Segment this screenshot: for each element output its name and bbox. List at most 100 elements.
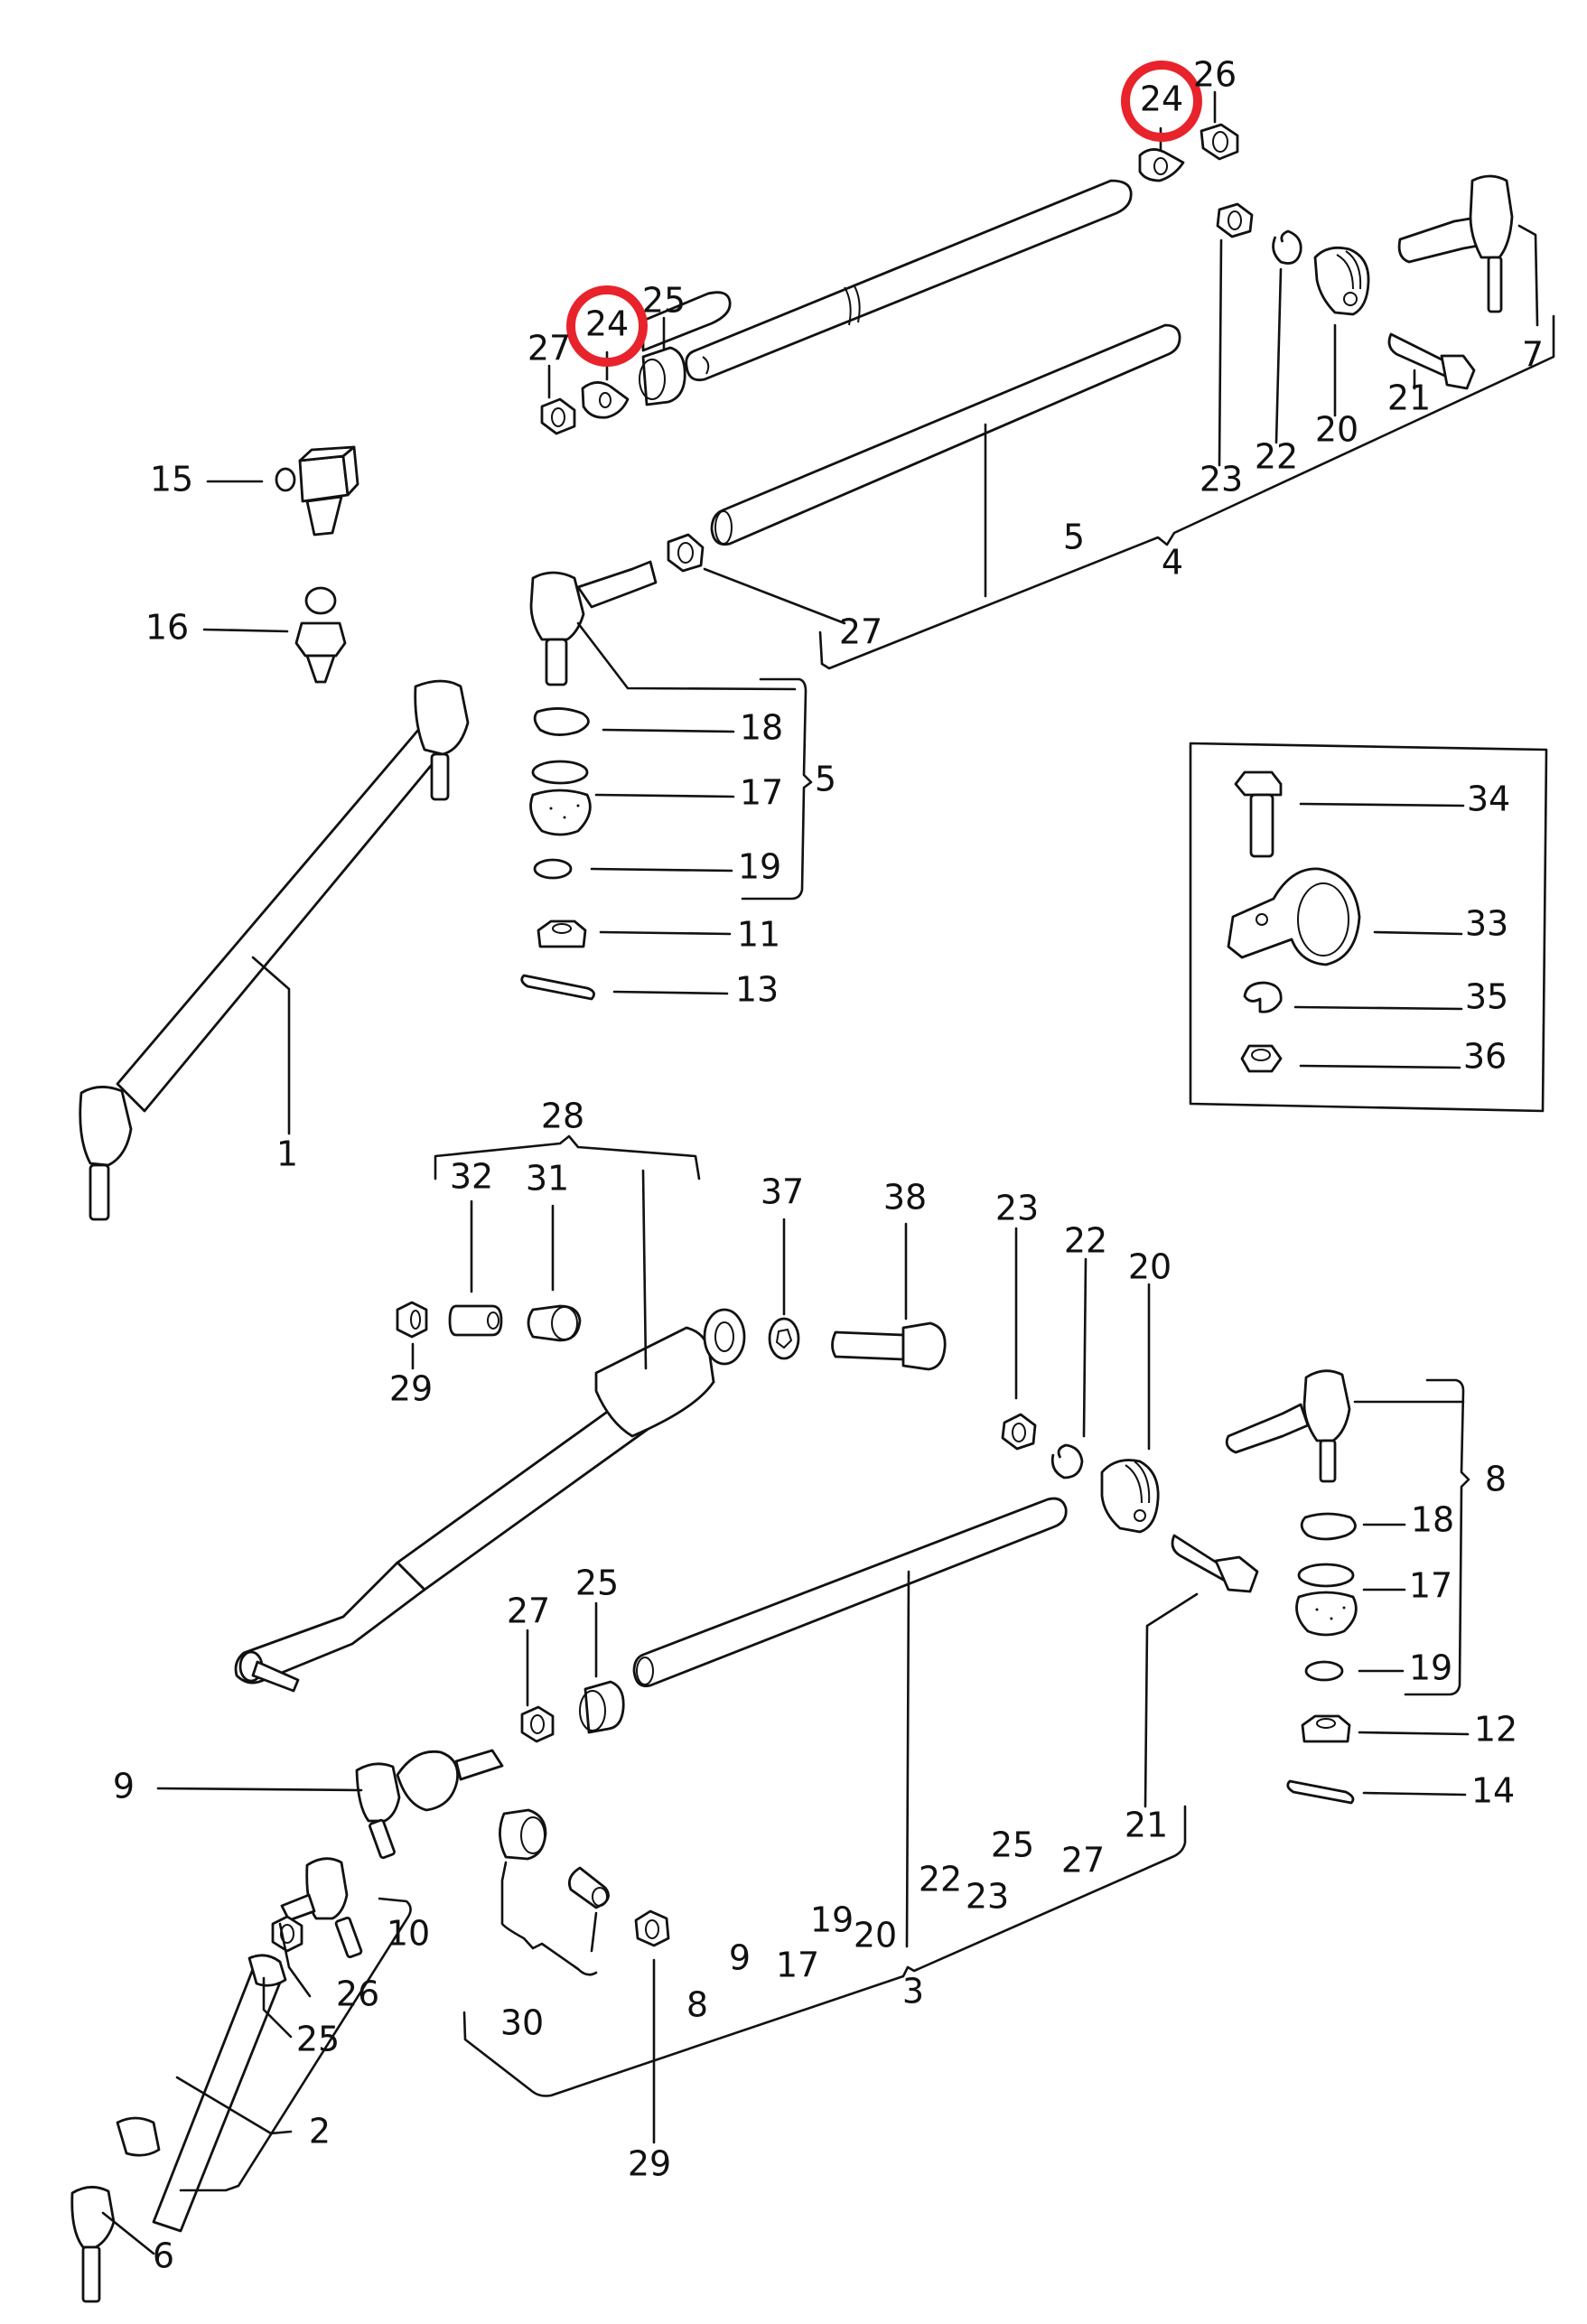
part-label-22[interactable]: 22 <box>919 1860 962 1899</box>
nut-27-center[interactable] <box>520 1705 555 1743</box>
part-label-5[interactable]: 5 <box>1063 518 1085 557</box>
rubber-bushing-31[interactable] <box>527 1304 582 1342</box>
part-label-15[interactable]: 15 <box>150 460 193 499</box>
rubber-bushing-30a[interactable] <box>499 1808 547 1861</box>
part-label-17[interactable]: 17 <box>1409 1566 1452 1606</box>
part-label-25[interactable]: 25 <box>296 2020 340 2059</box>
tie-rod-2[interactable] <box>70 1954 287 2303</box>
assembly-label-28[interactable]: 28 <box>541 1097 584 1136</box>
nut-23-center[interactable] <box>1001 1413 1037 1451</box>
part-label-34[interactable]: 34 <box>1467 779 1510 819</box>
upper-tube[interactable] <box>685 179 1133 382</box>
ball-joint-5[interactable] <box>529 560 658 686</box>
part-label-11[interactable]: 11 <box>737 915 780 955</box>
part-label-6[interactable]: 6 <box>153 2236 174 2276</box>
nut-27-top-left[interactable] <box>540 397 576 435</box>
part-label-37[interactable]: 37 <box>761 1172 804 1212</box>
part-label-9[interactable]: 9 <box>113 1767 135 1806</box>
center-tube[interactable] <box>632 1497 1068 1688</box>
lock-plate-24-top[interactable] <box>1138 148 1185 182</box>
part-label-38[interactable]: 38 <box>883 1178 927 1218</box>
part-label-18[interactable]: 18 <box>740 708 783 748</box>
part-label-21[interactable]: 21 <box>1387 378 1431 418</box>
spring-washer-22-center[interactable] <box>1050 1443 1084 1479</box>
assembly-label-4[interactable]: 4 <box>1162 543 1183 583</box>
part-label-23[interactable]: 23 <box>966 1877 1009 1917</box>
part-label-27[interactable]: 27 <box>1061 1841 1105 1881</box>
part-label-33[interactable]: 33 <box>1465 904 1508 944</box>
boot-17-upper[interactable] <box>529 760 592 836</box>
bushing-25-center[interactable] <box>579 1680 625 1734</box>
nut-27-upper[interactable] <box>667 533 705 573</box>
part-label-25[interactable]: 25 <box>575 1563 619 1603</box>
nut-36[interactable] <box>1240 1044 1283 1073</box>
part-label-20[interactable]: 20 <box>854 1916 897 1955</box>
steering-damper-28[interactable] <box>234 1308 746 1693</box>
part-label-27[interactable]: 27 <box>527 329 571 369</box>
part-label-12[interactable]: 12 <box>1474 1710 1517 1750</box>
part-label-9[interactable]: 9 <box>729 1938 751 1978</box>
ball-joint-9[interactable] <box>355 1749 504 1860</box>
nut-29-lower[interactable] <box>634 1909 670 1947</box>
tie-rod-1[interactable] <box>79 679 470 1221</box>
nut-29-upper[interactable] <box>396 1301 428 1339</box>
part-label-24[interactable]: 24 <box>585 304 629 344</box>
assembly-label-1[interactable]: 1 <box>276 1134 298 1174</box>
part-label-22[interactable]: 22 <box>1064 1221 1107 1261</box>
part-label-25[interactable]: 25 <box>642 281 686 321</box>
nut-26-lower[interactable] <box>271 1915 303 1953</box>
castle-nut-12[interactable] <box>1301 1714 1351 1743</box>
part-label-18[interactable]: 18 <box>1411 1500 1454 1540</box>
ring-19-center[interactable] <box>1304 1660 1344 1682</box>
grease-nipple-15[interactable] <box>275 445 359 537</box>
bushing-30b[interactable] <box>567 1866 610 1909</box>
bolt-34[interactable] <box>1234 770 1283 858</box>
nut-26-top[interactable] <box>1200 123 1239 161</box>
part-label-29[interactable]: 29 <box>389 1369 433 1409</box>
part-label-13[interactable]: 13 <box>735 970 779 1010</box>
part-label-24[interactable]: 24 <box>1140 79 1183 119</box>
assembly-label-30[interactable]: 30 <box>500 2003 544 2043</box>
part-label-23[interactable]: 23 <box>1200 460 1243 499</box>
part-label-23[interactable]: 23 <box>995 1189 1039 1228</box>
cotter-pin-14[interactable] <box>1286 1779 1355 1805</box>
cotter-pin-13[interactable] <box>520 974 595 1001</box>
part-label-10[interactable]: 10 <box>387 1914 430 1954</box>
bolt-38[interactable] <box>831 1321 947 1371</box>
clamp-33[interactable] <box>1227 867 1361 966</box>
spring-washer-22-top[interactable] <box>1272 229 1302 265</box>
part-label-27[interactable]: 27 <box>507 1591 550 1631</box>
part-label-21[interactable]: 21 <box>1125 1806 1168 1845</box>
bolt-21-top[interactable] <box>1387 332 1476 390</box>
clip-18-upper[interactable] <box>533 707 590 736</box>
ball-joint-8[interactable] <box>1225 1369 1351 1483</box>
part-label-16[interactable]: 16 <box>145 608 189 648</box>
grease-nipple-16[interactable] <box>294 586 347 684</box>
part-label-25[interactable]: 25 <box>991 1825 1034 1865</box>
star-washer-37[interactable] <box>768 1317 800 1360</box>
part-label-19[interactable]: 19 <box>1409 1648 1452 1688</box>
boot-17-center[interactable] <box>1295 1563 1358 1637</box>
part-label-17[interactable]: 17 <box>740 773 783 813</box>
clamp-20-center[interactable] <box>1100 1459 1160 1534</box>
part-label-14[interactable]: 14 <box>1471 1771 1515 1811</box>
part-label-17[interactable]: 17 <box>776 1946 819 1985</box>
ring-19-upper[interactable] <box>533 858 573 880</box>
castle-nut-11[interactable] <box>537 919 587 948</box>
part-label-19[interactable]: 19 <box>738 847 781 887</box>
assembly-label-3[interactable]: 3 <box>902 1972 924 2011</box>
part-label-26[interactable]: 26 <box>336 1974 379 2014</box>
assembly-label-8[interactable]: 8 <box>1485 1460 1507 1499</box>
part-label-20[interactable]: 20 <box>1315 410 1358 450</box>
ball-joint-10[interactable] <box>280 1857 363 1959</box>
part-label-31[interactable]: 31 <box>526 1159 569 1199</box>
part-label-29[interactable]: 29 <box>628 2144 671 2184</box>
part-label-27[interactable]: 27 <box>839 612 882 652</box>
assembly-label-2[interactable]: 2 <box>309 2112 331 2151</box>
spring-washer-35[interactable] <box>1243 981 1283 1013</box>
part-label-36[interactable]: 36 <box>1463 1037 1507 1077</box>
ball-joint-7[interactable] <box>1397 174 1514 313</box>
part-label-7[interactable]: 7 <box>1522 335 1544 375</box>
part-label-19[interactable]: 19 <box>810 1900 854 1940</box>
part-label-20[interactable]: 20 <box>1128 1247 1172 1287</box>
